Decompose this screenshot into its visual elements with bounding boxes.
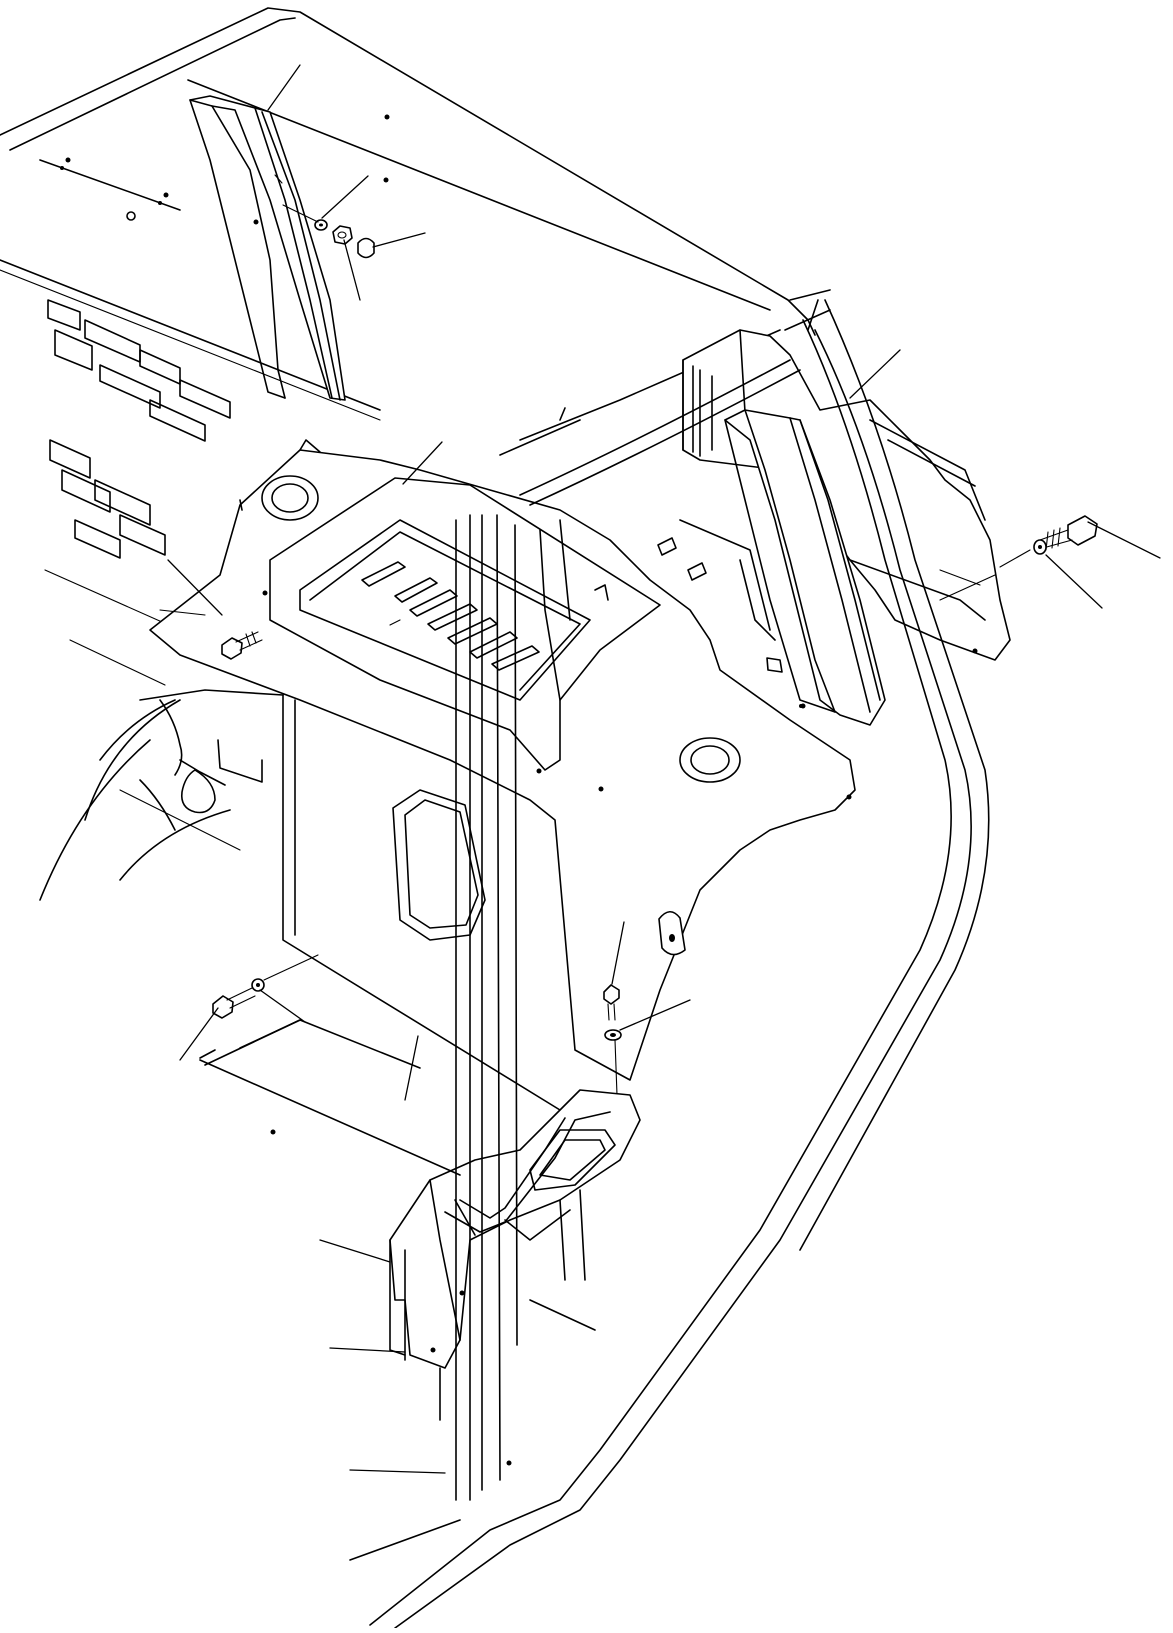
bolt xyxy=(603,984,620,1021)
leader-bolt-center xyxy=(611,921,625,985)
right-vertical-trim xyxy=(724,409,886,726)
washer xyxy=(251,978,265,992)
leader-pillar-low xyxy=(349,1469,446,1474)
leader-washer xyxy=(321,175,369,219)
assembly-guide-lines xyxy=(159,514,518,1501)
leader-washer-right xyxy=(1045,554,1103,609)
lower-duct-cover xyxy=(389,1089,641,1466)
leader-washer-center xyxy=(619,999,691,1031)
front-pillar-trim xyxy=(369,289,990,1629)
left-lower-cover xyxy=(119,699,421,1135)
leader-rear-cover xyxy=(849,349,901,399)
leader-bolt-right xyxy=(1087,521,1161,559)
bolt xyxy=(1039,515,1098,551)
leader-console xyxy=(402,441,443,485)
lower-ledge xyxy=(199,1019,596,1561)
leader-cap xyxy=(372,232,426,248)
washer xyxy=(604,1029,622,1041)
mounting-holes-top xyxy=(60,114,390,225)
leader-duct-upper xyxy=(319,1239,391,1263)
leader-duct-mid xyxy=(329,1347,406,1353)
cap xyxy=(357,237,375,259)
bolt xyxy=(221,631,263,660)
leader-left-trim xyxy=(267,64,301,111)
leader-nut xyxy=(343,239,361,301)
leader-washer-lower-left xyxy=(259,989,306,1023)
rear-wall xyxy=(39,689,561,1111)
left-vertical-trim xyxy=(189,95,346,401)
washer xyxy=(1033,539,1047,555)
leader-rear-wall xyxy=(404,1035,419,1101)
bolt xyxy=(212,987,256,1019)
nut xyxy=(332,225,353,245)
cab-shell-outline xyxy=(0,7,816,456)
bracket xyxy=(594,537,803,708)
leader-bolt-left xyxy=(167,559,223,616)
leader-bolt-lower-left xyxy=(179,1007,219,1061)
grommet xyxy=(658,910,686,956)
callout-leaders xyxy=(167,64,1161,1474)
floor-mat-pattern xyxy=(44,299,231,686)
